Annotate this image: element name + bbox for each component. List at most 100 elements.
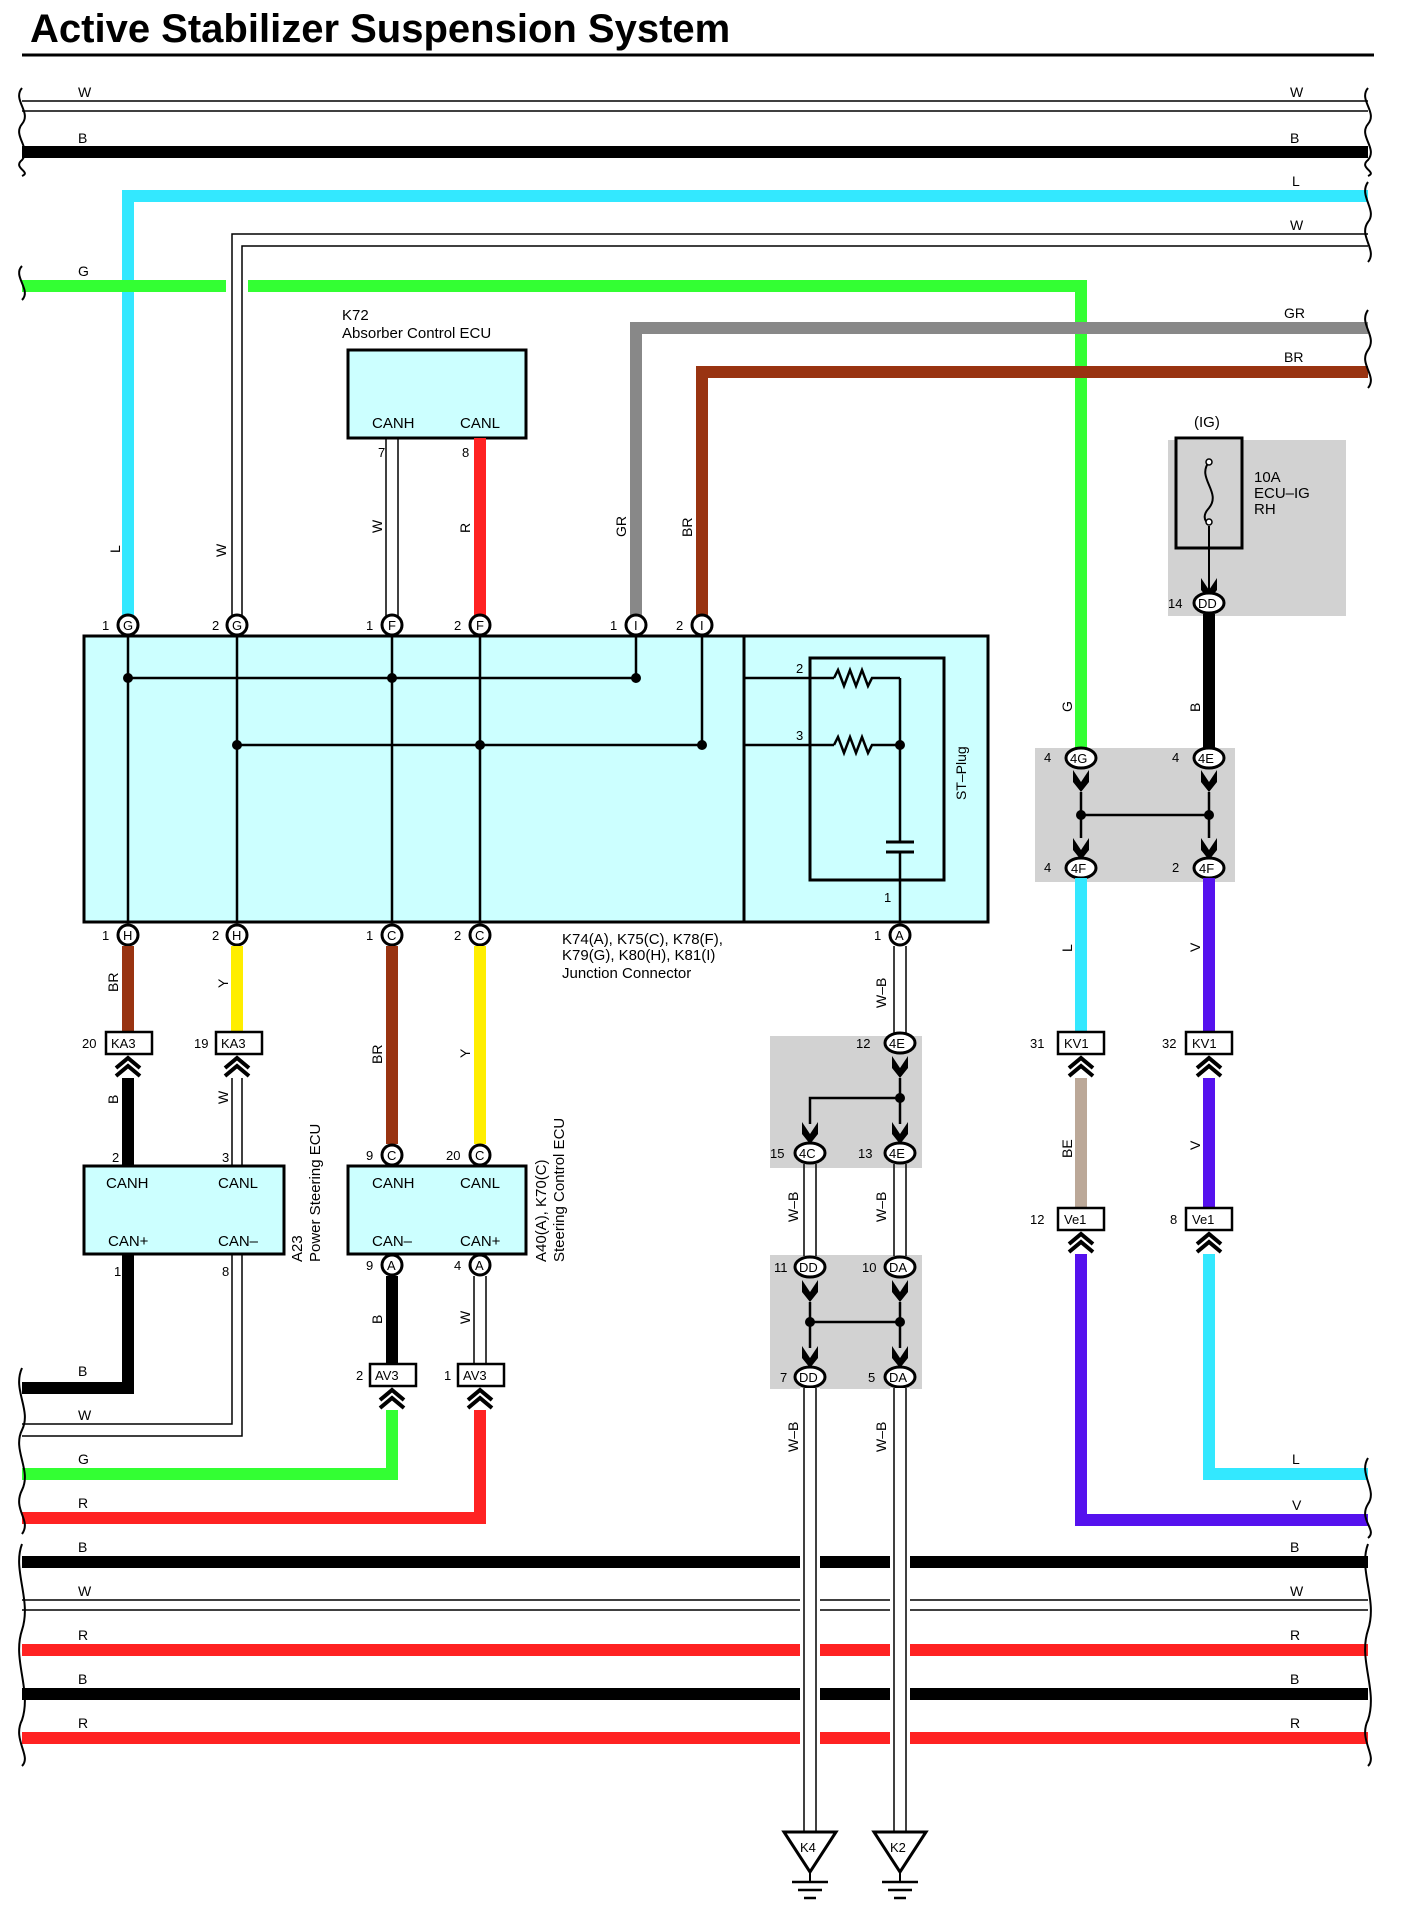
svg-text:9: 9 xyxy=(366,1258,373,1273)
svg-text:I: I xyxy=(634,618,638,633)
svg-text:KV1: KV1 xyxy=(1064,1036,1089,1051)
svg-text:32: 32 xyxy=(1162,1036,1176,1051)
svg-text:KV1: KV1 xyxy=(1192,1036,1217,1051)
svg-text:CANL: CANL xyxy=(460,1175,500,1192)
svg-text:1: 1 xyxy=(874,928,881,943)
svg-text:(IG): (IG) xyxy=(1194,414,1220,431)
svg-text:B: B xyxy=(369,1315,385,1324)
svg-text:W: W xyxy=(1290,1583,1304,1599)
svg-text:Junction Connector: Junction Connector xyxy=(562,965,691,982)
svg-text:A: A xyxy=(475,1258,484,1273)
svg-text:CAN–: CAN– xyxy=(218,1233,259,1250)
svg-text:CAN+: CAN+ xyxy=(460,1233,501,1250)
svg-text:B: B xyxy=(78,130,87,146)
svg-text:10: 10 xyxy=(862,1260,876,1275)
svg-text:12: 12 xyxy=(856,1036,870,1051)
svg-text:C: C xyxy=(387,1148,396,1163)
svg-text:1: 1 xyxy=(102,928,109,943)
svg-text:DD: DD xyxy=(799,1260,818,1275)
green-wire-label-right: G xyxy=(1059,701,1075,712)
svg-text:2: 2 xyxy=(1172,860,1179,875)
svg-text:B: B xyxy=(78,1363,87,1379)
svg-text:BR: BR xyxy=(369,1045,385,1064)
junction-connector: 2 3 1 ST–Plug K74(A), K75(C), K78(F), K7… xyxy=(82,634,990,982)
svg-text:B: B xyxy=(1290,130,1299,146)
svg-text:C: C xyxy=(475,1148,484,1163)
svg-text:G: G xyxy=(123,618,133,633)
svg-text:7: 7 xyxy=(378,445,385,460)
svg-text:5: 5 xyxy=(868,1370,875,1385)
right-side-wires: L V 31 KV1 32 KV1 BE V 12 Ve1 8 Ve1 L V xyxy=(1030,878,1368,1526)
svg-text:AV3: AV3 xyxy=(375,1368,399,1383)
bottom-bus-wires: B B W W R R B B R R xyxy=(22,1539,1368,1744)
svg-text:31: 31 xyxy=(1030,1036,1044,1051)
svg-text:GR: GR xyxy=(1284,305,1305,321)
svg-text:4: 4 xyxy=(1044,750,1051,765)
diagram-title: Active Stabilizer Suspension System xyxy=(30,7,730,51)
svg-text:Ve1: Ve1 xyxy=(1192,1212,1214,1227)
svg-text:R: R xyxy=(1290,1627,1300,1643)
svg-text:4: 4 xyxy=(1172,750,1179,765)
svg-text:KA3: KA3 xyxy=(221,1036,246,1051)
svg-text:F: F xyxy=(476,618,484,633)
svg-text:B: B xyxy=(78,1539,87,1555)
svg-text:W: W xyxy=(78,1407,92,1423)
svg-text:2: 2 xyxy=(454,928,461,943)
svg-text:GR: GR xyxy=(613,516,629,537)
svg-text:DA: DA xyxy=(889,1260,907,1275)
svg-text:RH: RH xyxy=(1254,501,1276,518)
wires-to-power-steering: BR Y 20 KA3 19 KA3 B W xyxy=(82,946,264,1166)
svg-text:12: 12 xyxy=(1030,1212,1044,1227)
svg-text:W–B: W–B xyxy=(785,1422,801,1452)
svg-text:4: 4 xyxy=(1044,860,1051,875)
power-steering-ecu: 2 3 CANH CANL CAN+ CAN– 1 8 A23 Power St… xyxy=(22,1124,324,1437)
svg-text:15: 15 xyxy=(770,1146,784,1161)
svg-text:ECU–IG: ECU–IG xyxy=(1254,485,1310,502)
svg-text:3: 3 xyxy=(796,728,803,743)
svg-text:Steering Control ECU: Steering Control ECU xyxy=(551,1118,568,1262)
svg-text:I: I xyxy=(700,618,704,633)
edge-break-markers xyxy=(18,87,1372,1767)
fuse-block-background xyxy=(1168,440,1346,616)
svg-text:4: 4 xyxy=(454,1258,461,1273)
svg-text:BR: BR xyxy=(1284,349,1303,365)
svg-text:Power Steering ECU: Power Steering ECU xyxy=(307,1124,324,1262)
svg-text:4F: 4F xyxy=(1199,861,1214,876)
svg-text:Y: Y xyxy=(457,1048,473,1058)
svg-text:DD: DD xyxy=(799,1370,818,1385)
svg-text:2: 2 xyxy=(212,928,219,943)
svg-text:B: B xyxy=(78,1671,87,1687)
svg-text:13: 13 xyxy=(858,1146,872,1161)
svg-text:19: 19 xyxy=(194,1036,208,1051)
svg-text:2: 2 xyxy=(454,618,461,633)
absorber-control-ecu: K72 Absorber Control ECU CANH CANL 7 8 W… xyxy=(342,307,528,625)
svg-text:1: 1 xyxy=(102,618,109,633)
svg-text:4F: 4F xyxy=(1071,861,1086,876)
svg-text:2: 2 xyxy=(676,618,683,633)
svg-text:4E: 4E xyxy=(1198,751,1214,766)
svg-text:1: 1 xyxy=(366,928,373,943)
svg-text:1: 1 xyxy=(366,618,373,633)
svg-text:4E: 4E xyxy=(889,1146,905,1161)
svg-text:Y: Y xyxy=(215,978,231,988)
svg-text:1: 1 xyxy=(444,1368,451,1383)
svg-text:G: G xyxy=(78,1451,89,1467)
svg-text:W–B: W–B xyxy=(873,1192,889,1222)
svg-text:9: 9 xyxy=(366,1148,373,1163)
svg-text:L: L xyxy=(1059,944,1075,952)
svg-text:F: F xyxy=(388,618,396,633)
junction-top-pins: 1 G 2 G 1 F 2 F 1 I 2 I xyxy=(102,613,714,637)
svg-text:AV3: AV3 xyxy=(463,1368,487,1383)
svg-text:K72: K72 xyxy=(342,307,369,324)
svg-text:8: 8 xyxy=(462,445,469,460)
svg-text:DD: DD xyxy=(1198,596,1217,611)
svg-text:W–B: W–B xyxy=(785,1192,801,1222)
svg-text:W: W xyxy=(213,543,229,557)
svg-text:10A: 10A xyxy=(1254,469,1281,486)
svg-text:W: W xyxy=(78,1583,92,1599)
svg-text:CANH: CANH xyxy=(372,1175,415,1192)
svg-text:C: C xyxy=(475,928,484,943)
svg-text:W: W xyxy=(457,1310,473,1324)
svg-text:G: G xyxy=(232,618,242,633)
svg-text:KA3: KA3 xyxy=(111,1036,136,1051)
